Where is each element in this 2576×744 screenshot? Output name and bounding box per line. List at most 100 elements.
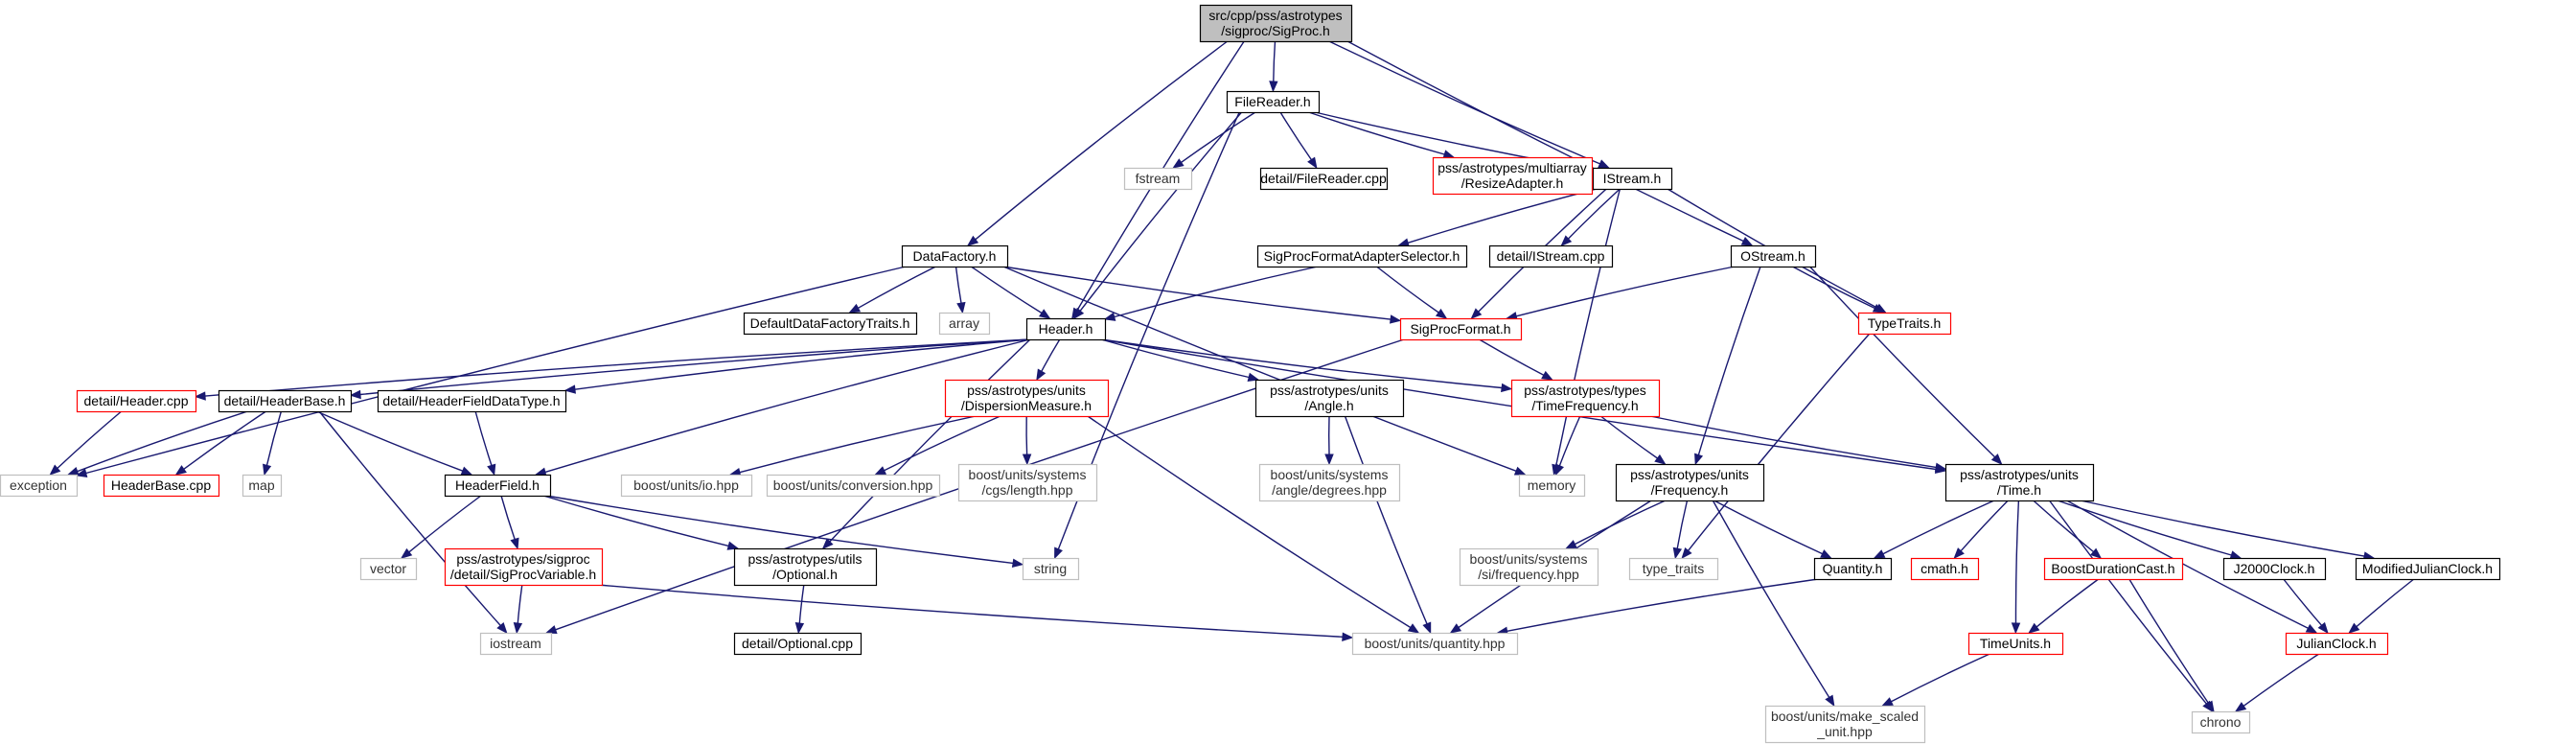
- edges-layer: [49, 40, 2415, 713]
- node-headerbase-cpp[interactable]: HeaderBase.cpp: [103, 474, 220, 498]
- node-root[interactable]: src/cpp/pss/astrotypes/sigproc/SigProc.h: [1199, 4, 1353, 43]
- node-label: string: [1034, 561, 1067, 576]
- edge-arrowhead: [1681, 546, 1692, 560]
- node-label: IStream.h: [1603, 171, 1662, 186]
- node-headerfielddatatype[interactable]: detail/HeaderFieldDataType.h: [377, 389, 567, 413]
- node-header[interactable]: Header.h: [1025, 317, 1107, 341]
- node-label: cmath.h: [1920, 561, 1968, 576]
- node-j2000[interactable]: J2000Clock.h: [2222, 557, 2327, 581]
- edge-line: [1273, 40, 1276, 82]
- node-label: detail/Header.cpp: [84, 393, 189, 408]
- node-label: FileReader.h: [1234, 94, 1310, 109]
- node-frequency[interactable]: pss/astrotypes/units/Frequency.h: [1615, 463, 1765, 502]
- node-ostream[interactable]: OStream.h: [1730, 244, 1817, 268]
- node-memory[interactable]: memory: [1518, 474, 1586, 498]
- node-label: Quantity.h: [1823, 561, 1883, 576]
- edge-arrowhead: [2348, 622, 2360, 634]
- node-label: HeaderBase.cpp: [111, 477, 212, 493]
- node-label: HeaderField.h: [455, 477, 540, 493]
- edge-arrowhead: [66, 467, 80, 476]
- edge-line: [1714, 500, 1823, 555]
- node-label: /cgs/length.hpp: [982, 482, 1073, 498]
- node-box: [444, 474, 552, 498]
- edge-line: [2066, 500, 2309, 629]
- edge-arrowhead: [874, 466, 887, 476]
- node-dispersion[interactable]: pss/astrotypes/units/DispersionMeasure.h: [944, 379, 1110, 418]
- edge-line: [1079, 111, 1243, 312]
- node-defaultdatafactory[interactable]: DefaultDataFactoryTraits.h: [743, 312, 918, 336]
- node-io-hpp[interactable]: boost/units/io.hpp: [620, 474, 753, 498]
- node-time[interactable]: pss/astrotypes/units/Time.h: [1944, 463, 2095, 502]
- edge-ostream-to-sigprocformat: [1506, 266, 1736, 321]
- node-box: [733, 547, 878, 587]
- edge-line: [1308, 111, 1445, 155]
- node-box: [2222, 557, 2327, 581]
- edge-line: [739, 415, 976, 474]
- node-typetraits[interactable]: TypeTraits.h: [1857, 312, 1952, 336]
- node-boostduration[interactable]: BoostDurationCast.h: [2043, 557, 2184, 581]
- node-box: [103, 474, 220, 498]
- node-box: [1199, 4, 1353, 43]
- node-headerfield[interactable]: HeaderField.h: [444, 474, 552, 498]
- node-quantity-hpp[interactable]: boost/units/quantity.hpp: [1351, 632, 1519, 656]
- node-vector[interactable]: vector: [359, 557, 418, 581]
- node-label: detail/HeaderFieldDataType.h: [382, 393, 560, 408]
- edge-header-cpp-to-exception: [49, 410, 123, 476]
- node-header-cpp[interactable]: detail/Header.cpp: [76, 389, 197, 413]
- node-filereader-cpp[interactable]: detail/FileReader.cpp: [1259, 167, 1389, 191]
- node-label: src/cpp/pss/astrotypes: [1208, 8, 1342, 23]
- node-make-scaled[interactable]: boost/units/make_scaled_unit.hpp: [1764, 705, 1926, 744]
- node-sigprocformatadapter[interactable]: SigProcFormatAdapterSelector.h: [1256, 244, 1468, 268]
- node-timefrequency[interactable]: pss/astrotypes/types/TimeFrequency.h: [1510, 379, 1661, 418]
- node-datafactory[interactable]: DataFactory.h: [901, 244, 1009, 268]
- node-array[interactable]: array: [938, 312, 991, 336]
- node-cmath[interactable]: cmath.h: [1910, 557, 1980, 581]
- node-conversion-hpp[interactable]: boost/units/conversion.hpp: [766, 474, 941, 498]
- node-julianclock[interactable]: JulianClock.h: [2285, 632, 2389, 656]
- node-label: /Optional.h: [772, 567, 838, 582]
- node-box: [1256, 244, 1468, 268]
- node-si-frequency[interactable]: boost/units/systems/si/frequency.hpp: [1459, 547, 1599, 587]
- node-optional[interactable]: pss/astrotypes/utils/Optional.h: [733, 547, 878, 587]
- edge-arrowhead: [1073, 307, 1085, 320]
- edge-arrowhead: [2234, 702, 2247, 712]
- node-cgs-length[interactable]: boost/units/systems/cgs/length.hpp: [957, 463, 1098, 502]
- node-box: [1488, 244, 1614, 268]
- node-resizeadapter[interactable]: pss/astrotypes/multiarray/ResizeAdapter.…: [1432, 156, 1594, 196]
- node-optional-cpp[interactable]: detail/Optional.cpp: [733, 632, 862, 656]
- node-angle-degrees[interactable]: boost/units/systems/angle/degrees.hpp: [1258, 463, 1401, 502]
- node-type-traits[interactable]: type_traits: [1628, 557, 1719, 581]
- node-box: [0, 474, 79, 498]
- edge-headerfield-to-string: [545, 495, 1024, 568]
- edge-line: [500, 495, 516, 540]
- edge-line: [954, 266, 962, 304]
- node-map[interactable]: map: [242, 474, 283, 498]
- edge-line: [1479, 338, 1545, 376]
- node-fstream[interactable]: fstream: [1123, 167, 1193, 191]
- node-box: [218, 389, 353, 413]
- node-sigprocvariable[interactable]: pss/astrotypes/sigproc/detail/SigProcVar…: [444, 547, 604, 587]
- edge-line: [544, 338, 1031, 474]
- node-filereader[interactable]: FileReader.h: [1226, 90, 1321, 114]
- node-exception[interactable]: exception: [0, 474, 79, 498]
- node-angle[interactable]: pss/astrotypes/units/Angle.h: [1254, 379, 1405, 418]
- edge-time-to-julianclock: [2066, 500, 2318, 634]
- node-mjd[interactable]: ModifiedJulianClock.h: [2355, 557, 2501, 581]
- node-quantity-h[interactable]: Quantity.h: [1813, 557, 1893, 581]
- node-istream-cpp[interactable]: detail/IStream.cpp: [1488, 244, 1614, 268]
- edge-line: [574, 338, 1031, 390]
- edge-datafactory-to-sigprocformat: [1002, 266, 1402, 324]
- node-string[interactable]: string: [1022, 557, 1080, 581]
- node-headerbase[interactable]: detail/HeaderBase.h: [218, 389, 353, 413]
- node-sigprocformat[interactable]: SigProcFormat.h: [1399, 317, 1523, 341]
- edge-line: [408, 495, 482, 553]
- edge-header-to-dispersion: [1036, 338, 1061, 382]
- edge-arrowhead: [1934, 462, 1947, 473]
- node-chrono[interactable]: chrono: [2191, 710, 2251, 734]
- edge-line: [1087, 415, 1412, 629]
- edge-line: [1676, 500, 1689, 549]
- node-iostream[interactable]: iostream: [479, 632, 553, 656]
- node-timeunits[interactable]: TimeUnits.h: [1967, 632, 2064, 656]
- edge-line: [85, 266, 907, 475]
- node-istream[interactable]: IStream.h: [1592, 167, 1673, 191]
